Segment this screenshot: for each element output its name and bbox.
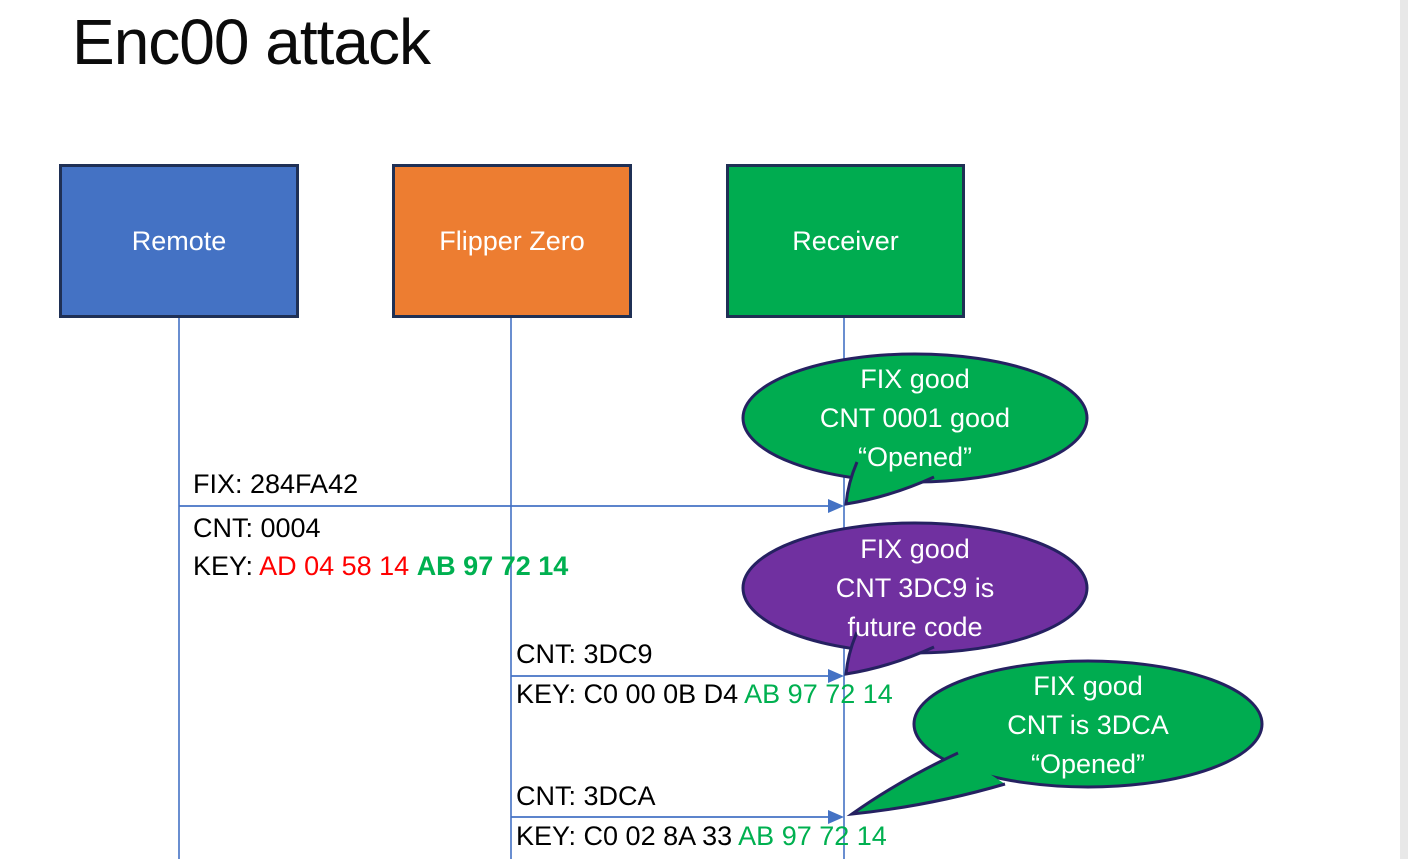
speech-bubble-1-line-1: FIX good	[860, 364, 970, 394]
speech-bubble-1-line-3: “Opened”	[857, 442, 973, 472]
speech-bubble-1-tail-fill	[846, 462, 934, 504]
speech-bubble-2-text: FIX good CNT 3DC9 is future code	[743, 530, 1087, 647]
speech-bubble-1-text: FIX good CNT 0001 good “Opened”	[743, 360, 1087, 477]
speech-bubble-2-line-2: CNT 3DC9 is	[835, 573, 995, 603]
speech-bubble-2-line-1: FIX good	[860, 534, 970, 564]
speech-bubble-1	[741, 352, 1089, 506]
text-segment: CNT: 0004	[193, 513, 321, 543]
speech-bubble-2	[741, 521, 1089, 676]
text-segment: AD 04 58 14	[259, 551, 417, 581]
speech-bubble-3-line-2: CNT is 3DCA	[1007, 710, 1169, 740]
slide-right-edge	[1400, 0, 1408, 859]
speech-bubble-3	[846, 659, 1264, 817]
message-3-cnt-label: CNT: 3DCA	[516, 780, 656, 812]
speech-bubble-2-line-3: future code	[847, 612, 983, 642]
actor-label-remote: Remote	[131, 225, 227, 256]
message-2-cnt-label: CNT: 3DC9	[516, 638, 653, 670]
message-1-cnt-label: CNT: 0004	[193, 512, 321, 544]
actor-label-flipper-zero: Flipper Zero	[439, 225, 585, 256]
message-arrow-1-arrowhead	[828, 499, 844, 513]
actor-label-receiver: Receiver	[792, 225, 899, 256]
message-3-key-label: KEY: C0 02 8A 33 AB 97 72 14	[516, 820, 887, 852]
message-arrow-3	[511, 810, 844, 824]
speech-bubble-3-tail-outline	[846, 751, 1006, 817]
message-1-fix-label: FIX: 284FA42	[193, 468, 358, 500]
text-segment: AB 97 72 14	[744, 679, 893, 709]
speech-bubble-2-tail-outline	[844, 631, 935, 676]
text-segment: CNT: 3DCA	[516, 781, 656, 811]
speech-bubble-3-line-1: FIX good	[1033, 671, 1143, 701]
slide-title: Enc00 attack	[72, 6, 431, 78]
text-segment: CNT: 3DC9	[516, 639, 653, 669]
message-1-key-label: KEY: AD 04 58 14 AB 97 72 14	[193, 550, 568, 582]
message-arrow-3-arrowhead	[828, 810, 844, 824]
message-2-key-label: KEY: C0 00 0B D4 AB 97 72 14	[516, 678, 893, 710]
text-segment: KEY:	[193, 551, 260, 581]
message-arrow-1	[179, 499, 844, 513]
speech-bubble-3-tail-fill	[852, 753, 1005, 814]
text-segment: KEY: C0 00 0B D4	[516, 679, 745, 709]
message-arrow-2-arrowhead	[828, 669, 844, 683]
speech-bubble-3-text: FIX good CNT is 3DCA “Opened”	[914, 667, 1262, 784]
text-segment: AB 97 72 14	[416, 551, 569, 581]
actor-box-receiver: Receiver	[726, 164, 965, 318]
text-segment: KEY: C0 02 8A 33	[516, 821, 739, 851]
actor-box-flipper-zero: Flipper Zero	[392, 164, 632, 318]
message-arrow-2	[511, 669, 844, 683]
speech-bubble-1-line-2: CNT 0001 good	[819, 403, 1011, 433]
actor-box-remote: Remote	[59, 164, 299, 318]
text-segment: AB 97 72 14	[738, 821, 887, 851]
text-segment: FIX: 284FA42	[193, 469, 359, 499]
speech-bubble-1-tail-outline	[844, 461, 935, 506]
speech-bubble-2-tail-fill	[846, 632, 934, 674]
speech-bubble-3-ellipse	[912, 659, 1264, 789]
speech-bubble-3-line-3: “Opened”	[1030, 749, 1146, 779]
